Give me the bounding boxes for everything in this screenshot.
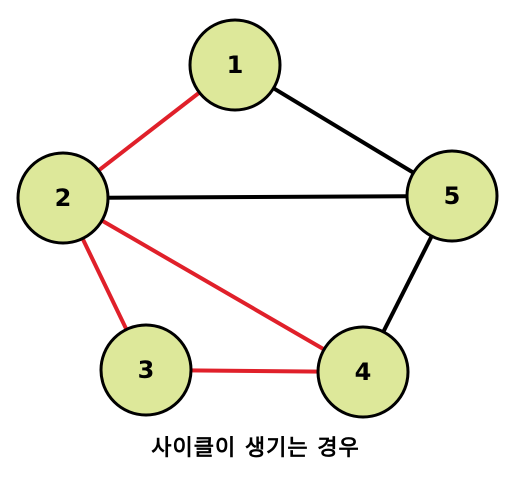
node-label: 4: [355, 358, 372, 386]
node-4: 4: [316, 325, 410, 419]
edges-layer: [61, 63, 454, 374]
node-3: 3: [99, 323, 193, 417]
node-circle: [405, 149, 499, 243]
node-label: 3: [138, 356, 155, 384]
edge-2-4: [61, 196, 365, 374]
node-label: 5: [444, 182, 461, 210]
node-label: 1: [227, 51, 244, 79]
node-circle: [16, 151, 110, 245]
node-circle: [188, 18, 282, 112]
node-1: 1: [188, 18, 282, 112]
node-circle: [99, 323, 193, 417]
diagram-caption: 사이클이 생기는 경우: [151, 436, 360, 461]
node-2: 2: [16, 151, 110, 245]
node-circle: [316, 325, 410, 419]
node-5: 5: [405, 149, 499, 243]
edge-2-5: [62, 194, 453, 200]
nodes-layer: 1 2 3 4 5: [16, 18, 499, 419]
node-label: 2: [55, 184, 72, 212]
